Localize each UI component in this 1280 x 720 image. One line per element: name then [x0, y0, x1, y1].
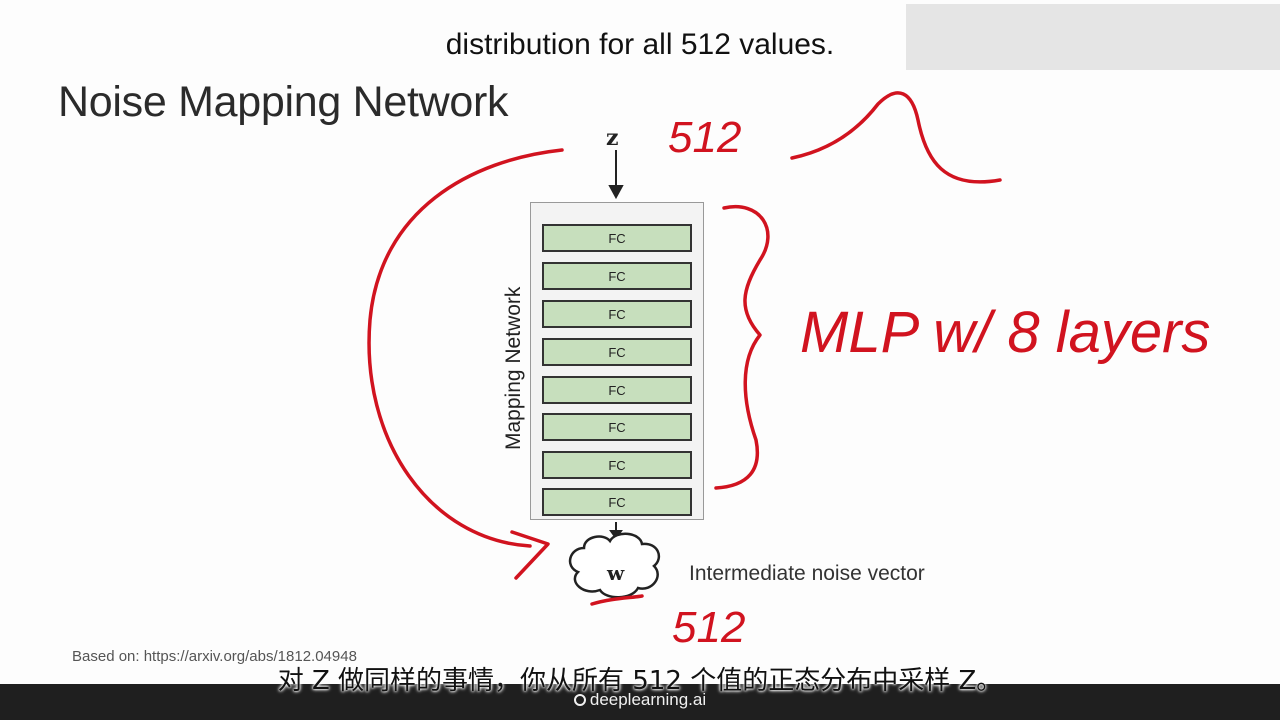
caption-chinese: 对 Z 做同样的事情，你从所有 512 个值的正态分布中采样 Z。	[277, 666, 1003, 696]
mapping-network-box: FC FC FC FC FC FC FC FC	[530, 202, 704, 520]
fc-layer: FC	[542, 224, 692, 252]
footer-bar	[0, 684, 1280, 720]
brand-text: deeplearning.ai	[589, 690, 707, 709]
output-w-label: w	[607, 561, 625, 585]
input-arrow	[608, 150, 624, 200]
brand-dot-icon	[573, 694, 586, 706]
video-watermark	[906, 4, 1280, 70]
brand-logo: deeplearning.ai	[0, 690, 1280, 710]
ink-mlp-note: MLP w/ 8 layers	[800, 300, 1210, 365]
fc-layer: FC	[542, 451, 692, 479]
ink-underline	[590, 594, 644, 606]
input-z-label: z	[606, 125, 619, 151]
caption-english: distribution for all 512 values.	[445, 28, 835, 61]
cloud-icon	[568, 532, 661, 599]
ink-arrowhead	[510, 530, 550, 580]
ink-loop-arrow	[367, 148, 564, 548]
slide-title: Noise Mapping Network	[58, 78, 509, 126]
fc-layer: FC	[542, 376, 692, 404]
ink-brace	[714, 204, 770, 490]
ink-swoosh	[790, 91, 1002, 184]
fc-layer: FC	[542, 300, 692, 328]
output-caption: Intermediate noise vector	[689, 562, 925, 585]
fc-layer: FC	[542, 413, 692, 441]
fc-layer: FC	[542, 262, 692, 290]
fc-layer: FC	[542, 488, 692, 516]
fc-layer: FC	[542, 338, 692, 366]
source-citation: Based on: https://arxiv.org/abs/1812.049…	[72, 648, 357, 665]
ink-input-size: 512	[668, 113, 741, 162]
ink-output-size: 512	[672, 603, 745, 652]
